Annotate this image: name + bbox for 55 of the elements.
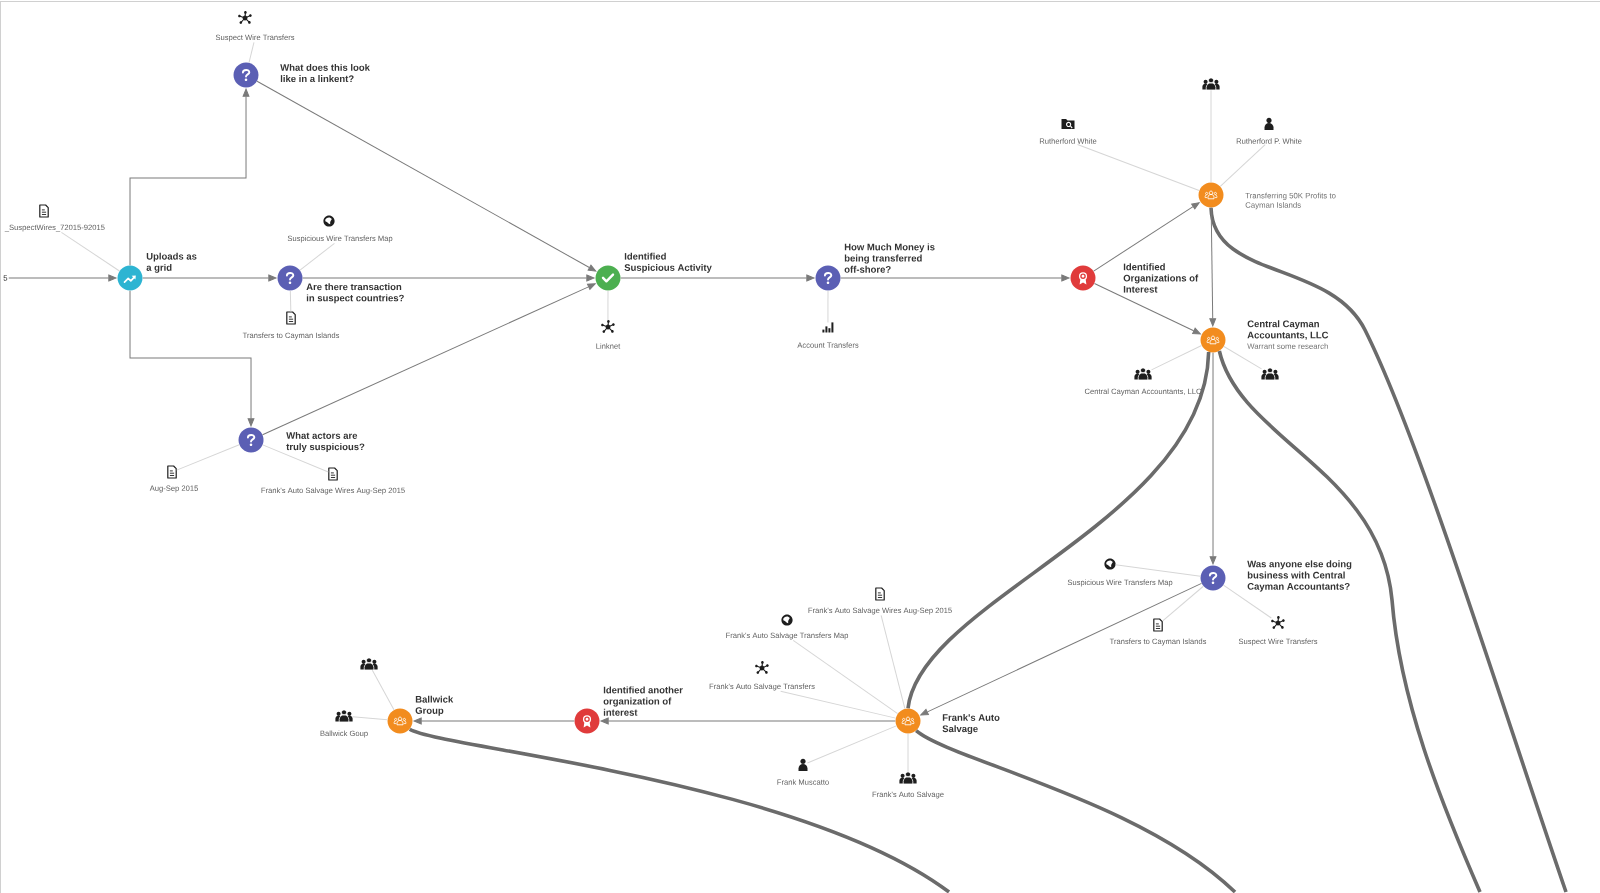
connector-line <box>299 242 335 271</box>
connector-line <box>880 614 906 710</box>
connector-line <box>1115 564 1201 577</box>
connector-line <box>1219 144 1266 187</box>
arrow <box>302 274 595 282</box>
connector-line <box>780 690 897 719</box>
arrow <box>142 274 277 282</box>
node-title: Central Cayman Accountants, LLC <box>1247 320 1329 340</box>
node-title: Are there transaction in suspect countries? <box>306 283 404 304</box>
connector-line <box>1223 584 1272 619</box>
connector-line <box>792 639 899 715</box>
arrow <box>1093 282 1201 335</box>
connector-line <box>806 725 897 764</box>
arrow <box>1093 202 1200 272</box>
thick-curve <box>906 351 1211 709</box>
connector-line <box>1223 346 1262 370</box>
group-icon <box>1261 367 1279 381</box>
connector-line <box>289 290 292 313</box>
connector-line <box>352 716 388 721</box>
arrow <box>840 274 1070 282</box>
arrow <box>129 88 250 266</box>
node-title: What actors are truly suspicious? <box>286 431 365 453</box>
arrow <box>1209 352 1217 565</box>
connector-line <box>1151 345 1203 371</box>
group-icon <box>1202 77 1220 91</box>
node-title: Identified Suspicious Activity <box>624 252 712 273</box>
arrow <box>600 717 896 725</box>
node-title: Identified another organization of interest <box>603 686 683 716</box>
node-title: Frank's Auto Salvage <box>942 713 1000 735</box>
thick-curve <box>409 727 950 893</box>
arrow <box>129 290 255 427</box>
arrow <box>920 582 1202 716</box>
connector-line <box>248 41 255 64</box>
arrow <box>620 274 815 282</box>
arrow <box>1209 207 1217 327</box>
node-title: Was anyone else doing business with Central Cayman Accountants? <box>1247 560 1352 592</box>
connector-line <box>262 444 329 473</box>
arrow <box>413 717 575 725</box>
thick-curve <box>915 729 1237 893</box>
node-title: Uploads as a grid <box>146 252 197 273</box>
connector-line <box>371 669 395 711</box>
node-title: Identified Organizations of Interest <box>1123 263 1199 293</box>
arrow <box>262 283 596 436</box>
node-title: Ballwick Group <box>415 695 454 716</box>
connector-line <box>1162 585 1204 622</box>
connector-line <box>1077 144 1200 191</box>
connector-line <box>60 231 120 272</box>
connector-line <box>176 444 240 471</box>
thick-curve <box>1217 350 1482 893</box>
arrow <box>256 80 597 272</box>
thick-curve <box>1209 207 1568 893</box>
group-icon <box>360 657 378 671</box>
node-title: How Much Money is being transferred off-shore? <box>844 243 935 273</box>
arrow <box>8 274 117 282</box>
node-title: What does this look like in a linkent? <box>280 63 370 83</box>
